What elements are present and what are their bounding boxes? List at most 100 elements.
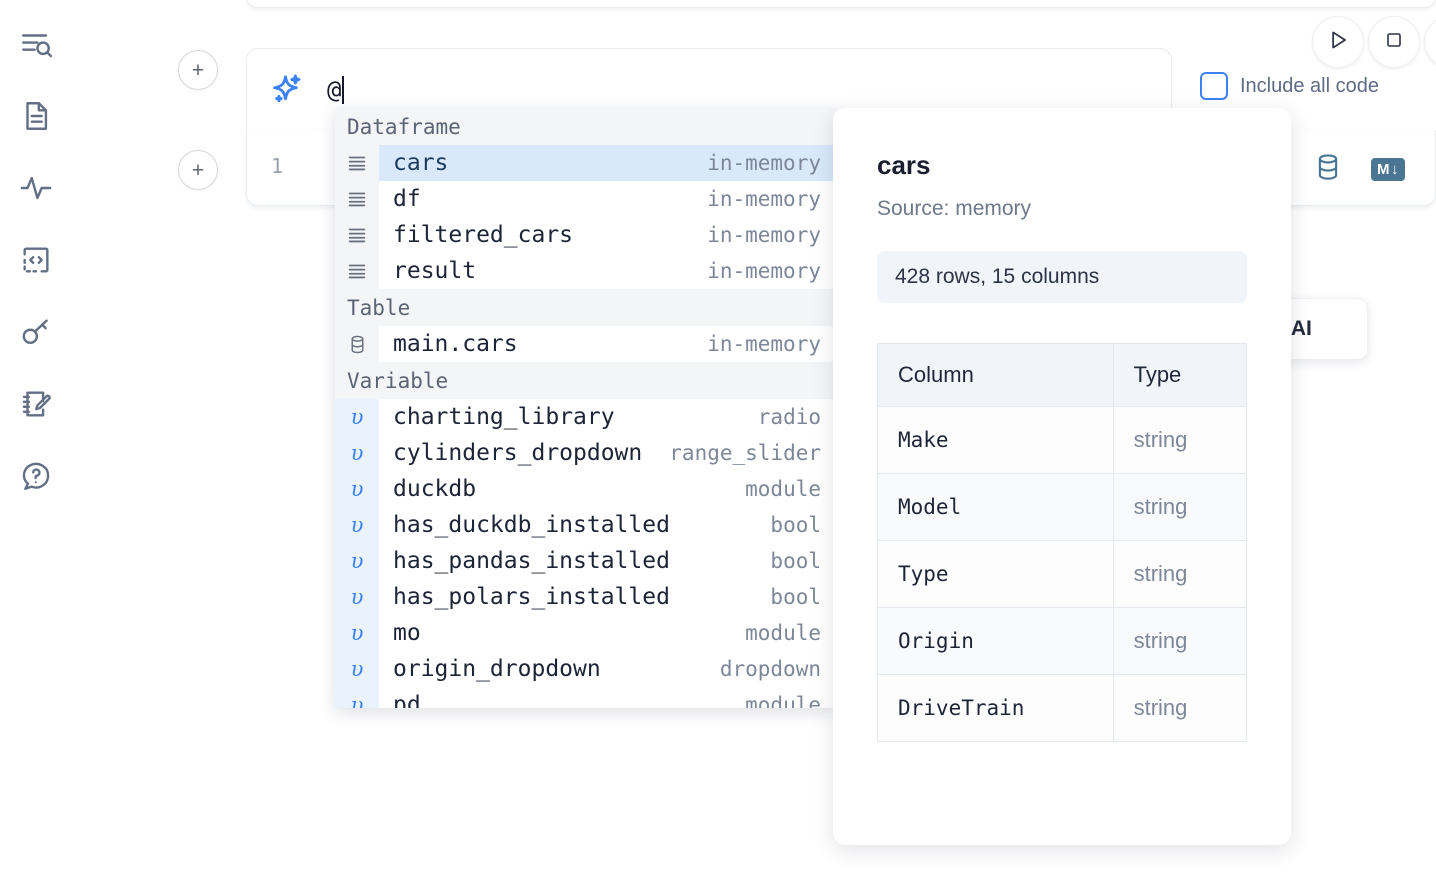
dataframe-icon: [335, 217, 379, 253]
doc-column-type: string: [1113, 473, 1247, 541]
doc-shape-badge: 428 rows, 15 columns: [877, 251, 1247, 303]
explore-search-icon: [19, 27, 53, 61]
autocomplete-item-name: mo: [393, 620, 421, 646]
include-all-code-label: Include all code: [1240, 74, 1379, 97]
documentation-panel: cars Source: memory 428 rows, 15 columns…: [833, 108, 1291, 845]
run-cell-button[interactable]: [1312, 16, 1364, 68]
autocomplete-item-type: dropdown: [719, 657, 821, 681]
markdown-badge-icon[interactable]: M↓: [1371, 158, 1405, 181]
include-all-code-row[interactable]: Include all code: [1200, 72, 1379, 100]
autocomplete-item-type: in-memory: [707, 187, 821, 211]
sidebar-item-help-question[interactable]: [12, 450, 60, 502]
autocomplete-item-type: module: [745, 693, 821, 708]
autocomplete-item[interactable]: main.cars in-memory: [335, 326, 835, 362]
autocomplete-item-type: bool: [770, 513, 821, 537]
plus-icon: +: [191, 158, 205, 182]
markdown-arrow: ↓: [1391, 161, 1399, 178]
autocomplete-item-type: in-memory: [707, 223, 821, 247]
add-cell-below-button[interactable]: +: [178, 150, 218, 190]
doc-source: Source: memory: [877, 197, 1032, 220]
ai-prompt-value: @: [327, 75, 342, 104]
sidebar-item-scratchpad-edit[interactable]: [12, 378, 60, 430]
autocomplete-item-name: filtered_cars: [393, 222, 574, 248]
doc-table-header-cell: Type: [1113, 343, 1247, 407]
autocomplete-item-type: in-memory: [707, 332, 821, 356]
ai-prompt-input[interactable]: @: [305, 49, 1171, 130]
sidebar-item-explore-search[interactable]: [12, 18, 60, 70]
autocomplete-item[interactable]: df in-memory: [335, 181, 835, 217]
autocomplete-item-name: has_pandas_installed: [393, 548, 670, 574]
dataframe-icon: [335, 145, 379, 181]
sidebar-icon-rail: [0, 0, 72, 874]
secrets-key-icon: [19, 315, 53, 349]
variable-icon: υ: [335, 651, 379, 687]
doc-column-type: string: [1113, 540, 1247, 608]
autocomplete-item-type: in-memory: [707, 151, 821, 175]
variable-icon: υ: [335, 579, 379, 615]
dataframe-icon: [335, 253, 379, 289]
autocomplete-item-name: cylinders_dropdown: [393, 440, 643, 466]
variable-icon: υ: [335, 615, 379, 651]
help-question-icon: [19, 459, 53, 493]
autocomplete-item-name: result: [393, 258, 477, 284]
variable-icon: υ: [335, 687, 379, 708]
more-actions-button[interactable]: [1424, 16, 1436, 68]
previous-cell-card: [246, 0, 1436, 8]
sidebar-item-snippets-code[interactable]: [12, 234, 60, 286]
autocomplete-item-name: df: [393, 186, 421, 212]
autocomplete-item-name: origin_dropdown: [393, 656, 601, 682]
autocomplete-item-name: main.cars: [393, 331, 518, 357]
dataframe-icon: [335, 181, 379, 217]
autocomplete-item-type: range_slider: [669, 441, 821, 465]
autocomplete-item[interactable]: filtered_cars in-memory: [335, 217, 835, 253]
autocomplete-item-type: in-memory: [707, 259, 821, 283]
include-all-code-checkbox[interactable]: [1200, 72, 1228, 100]
stop-square-icon: [1382, 28, 1406, 57]
autocomplete-section-header: Table: [335, 289, 835, 326]
autocomplete-item[interactable]: result in-memory: [335, 253, 835, 289]
autocomplete-item-type: module: [745, 621, 821, 645]
doc-title: cars: [877, 150, 931, 180]
play-triangle-icon: [1325, 27, 1351, 58]
doc-column-name: Type: [877, 540, 1114, 608]
sidebar-item-notebook-file[interactable]: [12, 90, 60, 142]
sidebar-item-secrets-key[interactable]: [12, 306, 60, 358]
snippets-code-icon: [19, 243, 53, 277]
cell-actions: M↓: [1313, 152, 1405, 187]
database-icon[interactable]: [1313, 152, 1343, 187]
autocomplete-section-header: Dataframe: [335, 108, 835, 145]
doc-column-name: Origin: [877, 607, 1114, 675]
add-cell-above-button[interactable]: +: [178, 50, 218, 90]
variable-icon: υ: [335, 399, 379, 435]
doc-column-type: string: [1113, 607, 1247, 675]
table-database-icon: [335, 326, 379, 362]
sidebar-item-activity-pulse[interactable]: [12, 162, 60, 214]
text-cursor: [342, 75, 345, 104]
autocomplete-item[interactable]: υ origin_dropdown dropdown: [335, 651, 835, 687]
stop-cell-button[interactable]: [1368, 16, 1420, 68]
doc-column-type: string: [1113, 406, 1247, 474]
autocomplete-item-name: has_duckdb_installed: [393, 512, 670, 538]
notebook-file-icon: [19, 99, 53, 133]
autocomplete-item-name: pd: [393, 692, 421, 708]
markdown-letter: M: [1377, 161, 1390, 178]
autocomplete-section-header: Variable: [335, 362, 835, 399]
autocomplete-item-type: bool: [770, 549, 821, 573]
autocomplete-item-type: bool: [770, 585, 821, 609]
